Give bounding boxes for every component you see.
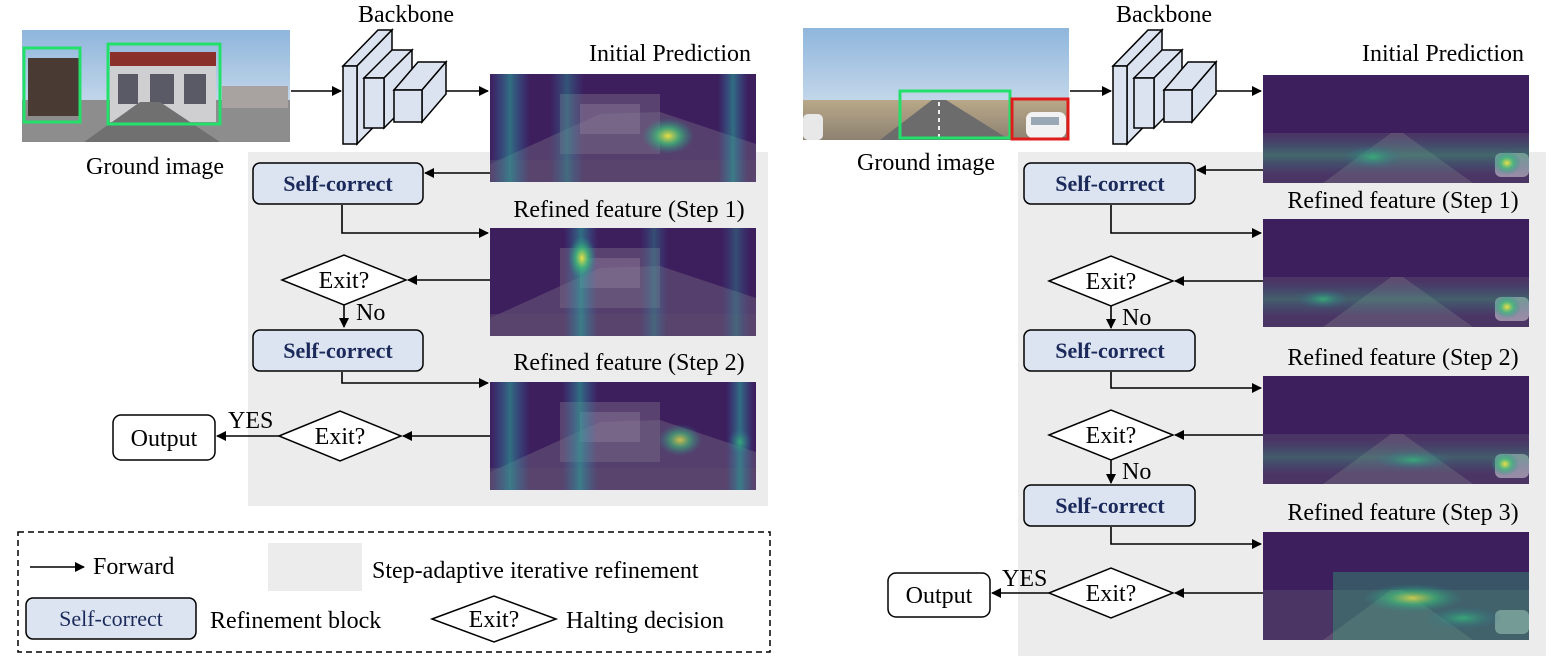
left-output-box: Output [112,414,216,461]
right-output-label: Output [906,583,973,609]
right-initial-prediction-label: Initial Prediction [1362,41,1524,67]
right-exit-label-3: Exit? [1086,581,1137,607]
left-yes-label: YES [228,408,273,434]
right-refined-step1-label: Refined feature (Step 1) [1287,188,1518,214]
left-no-label: No [356,300,385,326]
right-arrows [991,86,1263,598]
left-refined-step2-label: Refined feature (Step 2) [513,350,744,376]
right-exit-decision-3: Exit? [1046,567,1176,619]
left-self-correct-label-2: Self-correct [283,338,393,363]
left-self-correct-block-2: Self-correct [252,329,424,372]
right-self-correct-label-3: Self-correct [1055,493,1165,518]
legend-refinement-block-label: Refinement block [210,608,381,634]
right-diagram: Ground image Backbone Initial Prediction [803,2,1546,656]
right-exit-decision-1: Exit? [1046,255,1176,307]
legend-exit-label: Exit? [469,607,520,633]
right-self-correct-block-2: Self-correct [1023,329,1196,372]
right-exit-decision-2: Exit? [1046,409,1176,461]
left-initial-prediction-label: Initial Prediction [589,41,751,67]
right-heatmap-step1 [1263,219,1529,327]
left-ground-image [22,30,290,142]
left-exit-decision-2: Exit? [277,410,403,462]
left-exit-label-2: Exit? [315,424,366,450]
left-heatmap-initial [490,74,756,182]
left-backbone-icon [341,28,448,146]
legend-forward-label: Forward [93,554,174,580]
left-self-correct-block-1: Self-correct [252,162,424,205]
left-diagram: Ground image Backbone Initial Prediction [22,2,768,506]
right-no-label-1: No [1122,305,1151,331]
right-ground-image-label: Ground image [857,150,995,176]
left-self-correct-label-1: Self-correct [283,171,393,196]
right-no-label-2: No [1122,459,1151,485]
right-exit-label-2: Exit? [1086,423,1137,449]
right-output-box: Output [887,572,991,618]
right-self-correct-block-3: Self-correct [1023,484,1196,527]
right-heatmap-initial [1263,75,1529,183]
left-heatmap-step2 [490,382,756,490]
right-exit-label-1: Exit? [1086,269,1137,295]
left-exit-label-1: Exit? [319,268,370,294]
left-exit-decision-1: Exit? [279,254,409,306]
legend-exit-diamond [429,595,559,643]
right-backbone-label: Backbone [1116,2,1212,28]
right-backbone-icon [1111,28,1218,146]
legend-halting-label: Halting decision [566,608,724,634]
legend-self-correct-label: Self-correct [59,606,163,631]
legend-iterative-label: Step-adaptive iterative refinement [372,558,699,584]
right-refined-step2-label: Refined feature (Step 2) [1287,345,1518,371]
right-ground-image [803,28,1070,141]
right-heatmap-step3 [1263,532,1529,640]
right-heatmap-step2 [1263,376,1529,484]
left-ground-image-label: Ground image [86,154,224,180]
left-backbone-label: Backbone [358,2,454,28]
right-self-correct-label-1: Self-correct [1055,171,1165,196]
left-arrows [216,86,490,441]
right-self-correct-block-1: Self-correct [1023,162,1196,205]
left-heatmap-step1 [490,228,756,336]
legend-self-correct-swatch [25,597,197,640]
right-refined-step3-label: Refined feature (Step 3) [1287,500,1518,526]
legend: Forward Step-adaptive iterative refineme… [17,531,771,653]
right-yes-label: YES [1002,566,1047,592]
right-self-correct-label-2: Self-correct [1055,338,1165,363]
legend-iterative-swatch [268,543,362,591]
left-refined-step1-label: Refined feature (Step 1) [513,197,744,223]
left-output-label: Output [131,426,198,452]
